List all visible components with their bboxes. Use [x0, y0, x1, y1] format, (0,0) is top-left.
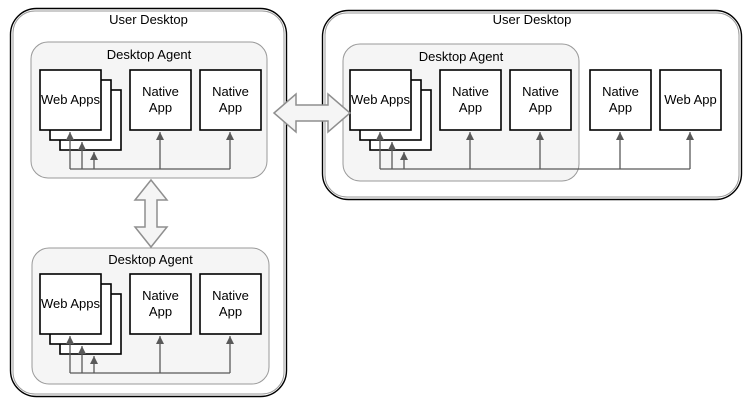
native-app-label: Native App — [142, 84, 179, 115]
standalone-web-app-box — [659, 69, 722, 131]
web-apps-label: Web Apps — [40, 296, 101, 311]
left-agent2-app-boxes — [39, 273, 262, 355]
right-agent-app-boxes — [349, 69, 722, 151]
standalone-native-app-box — [589, 69, 652, 131]
left-agent1-title: Desktop Agent — [106, 47, 192, 62]
standalone-web-app-label: Web App — [664, 92, 717, 107]
native-app-label: Native App — [212, 84, 249, 115]
web-apps-label: Web Apps — [40, 92, 101, 107]
web-apps-box — [39, 273, 102, 335]
right-agent-title: Desktop Agent — [418, 49, 504, 64]
native-app-box — [129, 69, 192, 131]
native-app-label: Native App — [142, 288, 179, 319]
left-agent2-title: Desktop Agent — [108, 252, 193, 267]
right-desktop-title: User Desktop — [492, 12, 572, 27]
left-agent1-connectors — [66, 132, 234, 170]
native-app-box — [439, 69, 502, 131]
web-apps-box — [39, 69, 102, 131]
right-agent-connectors — [376, 132, 694, 170]
native-app-label: Native App — [522, 84, 559, 115]
native-app-box — [509, 69, 572, 131]
standalone-native-app-label: Native App — [602, 84, 639, 115]
left-agent2-connectors — [66, 336, 234, 374]
native-app-label: Native App — [452, 84, 489, 115]
left-agent1-app-boxes — [39, 69, 262, 151]
web-apps-box — [349, 69, 412, 131]
native-app-box — [199, 69, 262, 131]
native-app-box — [199, 273, 262, 335]
left-desktop-title: User Desktop — [109, 12, 188, 27]
agent-sync-arrow-vertical-icon — [133, 178, 169, 249]
desktop-sync-arrow-horizontal-icon — [272, 92, 352, 134]
native-app-label: Native App — [212, 288, 249, 319]
native-app-box — [129, 273, 192, 335]
web-apps-label: Web Apps — [350, 92, 411, 107]
